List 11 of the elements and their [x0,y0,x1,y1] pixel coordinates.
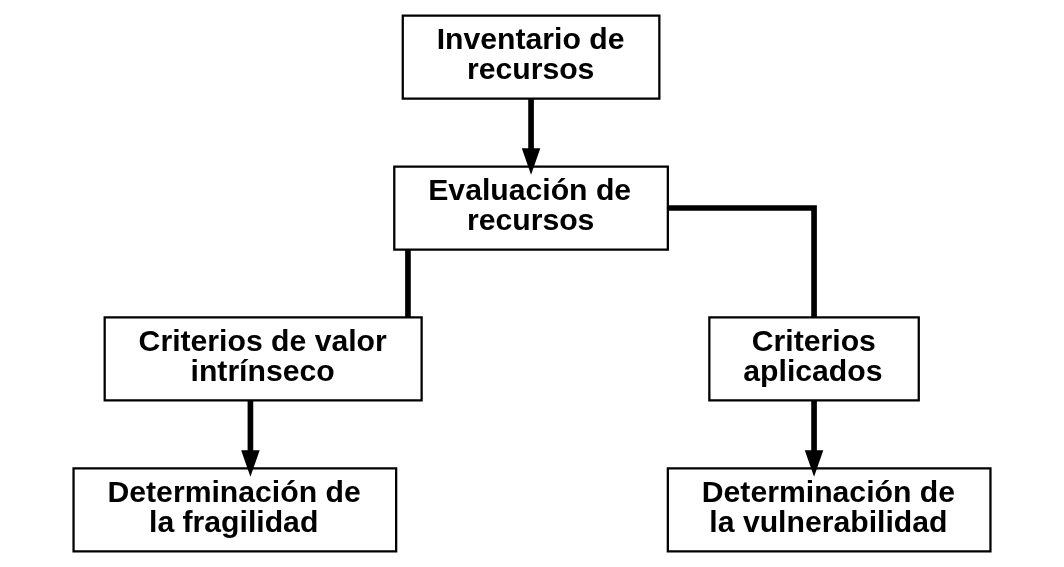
arrow [521,99,541,175]
connector [668,205,817,317]
arrow [804,401,824,477]
node-box: Inventario de recursos [401,14,661,100]
node-box: Determinación de la fragilidad [72,467,398,553]
node-box: Criterios aplicados [708,316,920,402]
connector [405,250,411,318]
node-box: Evaluación de recursos [393,165,669,251]
arrow [241,401,260,477]
node-box: Determinación de la vulnerabilidad [666,467,992,553]
node-box: Criterios de valor intrínseco [103,316,423,402]
